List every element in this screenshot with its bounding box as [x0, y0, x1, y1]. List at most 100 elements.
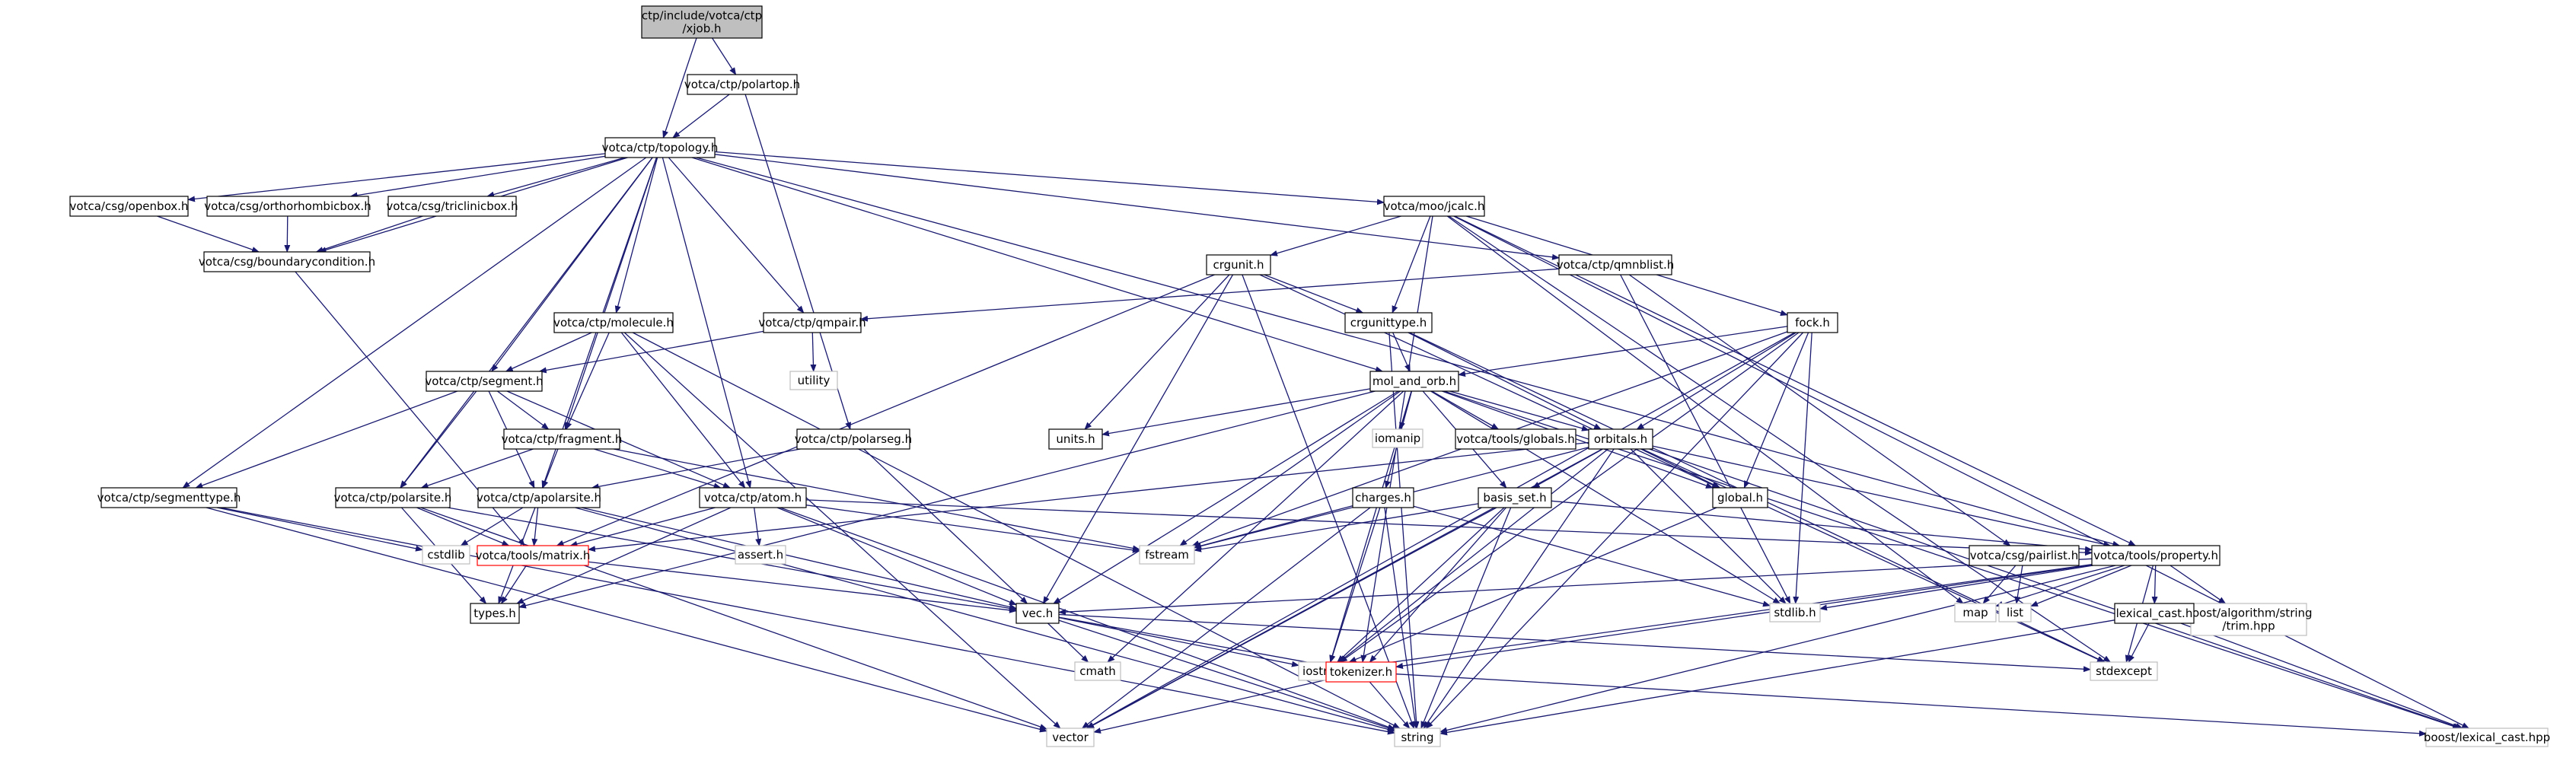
node-trim: boost/algorithm/string/trim.hpp [2185, 603, 2313, 636]
node-molecule[interactable]: votca/ctp/molecule.h [553, 312, 674, 333]
node-label: crgunittype.h [1350, 316, 1427, 330]
node-polarsite[interactable]: votca/ctp/polarsite.h [334, 487, 452, 508]
node-vec[interactable]: vec.h [1015, 603, 1060, 624]
node-crgunittype[interactable]: crgunittype.h [1344, 312, 1433, 333]
node-segmenttype[interactable]: votca/ctp/segmenttype.h [97, 487, 241, 508]
edge-property-to-tokenizer [1395, 564, 2093, 669]
edge-fock-to-stdlib [1793, 332, 1812, 604]
node-topology[interactable]: votca/ctp/topology.h [602, 137, 719, 158]
node-tokenizer[interactable]: tokenizer.h [1325, 661, 1397, 683]
node-pairlist[interactable]: votca/csg/pairlist.h [1969, 545, 2080, 566]
edge-lexical_cast-to-stdexcept [2128, 622, 2150, 663]
node-label: boost/lexical_cast.hpp [2424, 731, 2550, 745]
node-label: /trim.hpp [2222, 619, 2275, 633]
edge-mol_and_orb-to-globals [1431, 390, 1500, 430]
node-orbitals[interactable]: orbitals.h [1588, 428, 1653, 450]
node-label: votca/ctp/atom.h [704, 491, 802, 505]
edge-pairlist-to-map [1982, 565, 2016, 604]
node-list: list [1998, 603, 2032, 622]
node-label: string [1401, 731, 1433, 744]
node-basis_set[interactable]: basis_set.h [1478, 487, 1552, 508]
node-triclinicbox[interactable]: votca/csg/triclinicbox.h [386, 196, 518, 217]
edge-basis_set-to-property [1551, 500, 2093, 552]
edge-fock-to-mol_and_orb [1458, 326, 1788, 377]
edge-atom-to-vec [776, 507, 1017, 606]
node-box [1372, 428, 1423, 448]
node-types[interactable]: types.h [470, 603, 520, 624]
node-matrix[interactable]: votca/tools/matrix.h [476, 545, 591, 566]
node-qmnblist[interactable]: votca/ctp/qmnblist.h [1557, 254, 1675, 275]
edge-openbox-to-boundarycondition [157, 215, 260, 253]
node-mol_and_orb[interactable]: mol_and_orb.h [1369, 371, 1459, 392]
node-label: /xjob.h [682, 22, 721, 36]
edge-xjob-to-polartop [712, 37, 737, 75]
edge-crgunit-to-vec [1042, 274, 1234, 604]
node-fragment[interactable]: votca/ctp/fragment.h [502, 428, 623, 450]
node-orthorhombicbox[interactable]: votca/csg/orthorhombicbox.h [204, 196, 371, 217]
node-label: charges.h [1355, 491, 1411, 505]
edge-charges-to-iostream [1329, 507, 1381, 663]
edge-fock-to-vector [1086, 332, 1796, 729]
edge-topology-to-qmpair [668, 157, 805, 314]
node-segment[interactable]: votca/ctp/segment.h [425, 371, 544, 392]
node-label: votca/tools/matrix.h [476, 549, 591, 562]
node-global[interactable]: global.h [1712, 487, 1768, 508]
edge-polarseg-to-apolarsite [591, 448, 801, 490]
node-xjob[interactable]: ctp/include/votca/ctp/xjob.h [641, 5, 763, 39]
edge-atom-to-property [805, 499, 2093, 556]
edge-tokenizer-to-vector [1093, 679, 1327, 734]
node-box [2425, 728, 2549, 747]
node-crgunit[interactable]: crgunit.h [1206, 254, 1271, 275]
dependency-edges [157, 37, 2470, 737]
edge-charges-to-fstream [1194, 505, 1353, 549]
node-atom[interactable]: votca/ctp/atom.h [699, 487, 807, 508]
node-box [1394, 728, 1441, 747]
node-units[interactable]: units.h [1048, 428, 1103, 450]
node-charges[interactable]: charges.h [1352, 487, 1414, 508]
edge-apolarsite-to-vec [581, 507, 1017, 610]
node-label: assert.h [738, 548, 783, 562]
node-label: crgunit.h [1213, 258, 1264, 272]
edge-tokenizer-to-string [1369, 681, 1411, 729]
node-label: lexical_cast.h [2116, 607, 2193, 621]
node-label: votca/ctp/segment.h [425, 374, 543, 388]
node-label: votca/ctp/polarsite.h [334, 491, 452, 505]
node-box [1048, 428, 1103, 450]
node-box [503, 428, 620, 450]
node-lexical_cast[interactable]: lexical_cast.h [2114, 603, 2195, 624]
node-fock[interactable]: fock.h [1787, 312, 1838, 333]
edge-fragment-to-atom [594, 448, 722, 489]
edge-property-to-trim [2170, 565, 2227, 604]
node-label: votca/csg/openbox.h [70, 199, 189, 213]
node-property[interactable]: votca/tools/property.h [2091, 545, 2221, 566]
edge-topology-to-segmenttype [182, 157, 647, 489]
node-qmpair[interactable]: votca/ctp/qmpair.h [758, 312, 866, 333]
edge-molecule-to-string [632, 332, 1401, 729]
edge-crgunit-to-crgunittype [1264, 274, 1364, 314]
node-label: votca/ctp/qmnblist.h [1557, 258, 1675, 272]
node-polarseg[interactable]: votca/ctp/polarseg.h [795, 428, 912, 450]
edge-orbitals-to-property [1652, 445, 2112, 547]
edge-charges-to-string [1384, 507, 1418, 729]
node-vector: vector [1046, 728, 1095, 747]
edge-jcalc-to-crgunit [1270, 215, 1401, 256]
node-apolarsite[interactable]: votca/ctp/apolarsite.h [477, 487, 601, 508]
edge-segment-to-polarsite [400, 390, 477, 489]
node-label: fock.h [1795, 316, 1830, 330]
edge-xjob-to-topology [662, 37, 697, 139]
edge-crgunit-to-global [1259, 274, 1720, 489]
edge-crgunit-to-string [1242, 274, 1415, 729]
node-box [1455, 428, 1577, 450]
node-label: votca/tools/property.h [2093, 549, 2218, 562]
node-boundarycondition[interactable]: votca/csg/boundarycondition.h [199, 251, 375, 272]
edge-topology-to-jcalc [714, 151, 1385, 205]
edge-atom-to-assert [754, 507, 762, 546]
node-jcalc[interactable]: votca/moo/jcalc.h [1383, 196, 1485, 217]
edge-crgunittype-to-mol_and_orb [1392, 332, 1411, 372]
edge-topology-to-orthorhombicbox [349, 155, 606, 199]
node-polartop[interactable]: votca/ctp/polartop.h [684, 74, 800, 95]
node-label: cstdlib [427, 548, 464, 562]
node-globals[interactable]: votca/tools/globals.h [1455, 428, 1577, 450]
node-boost_lexical_cast: boost/lexical_cast.hpp [2424, 728, 2550, 747]
node-openbox[interactable]: votca/csg/openbox.h [69, 196, 189, 217]
